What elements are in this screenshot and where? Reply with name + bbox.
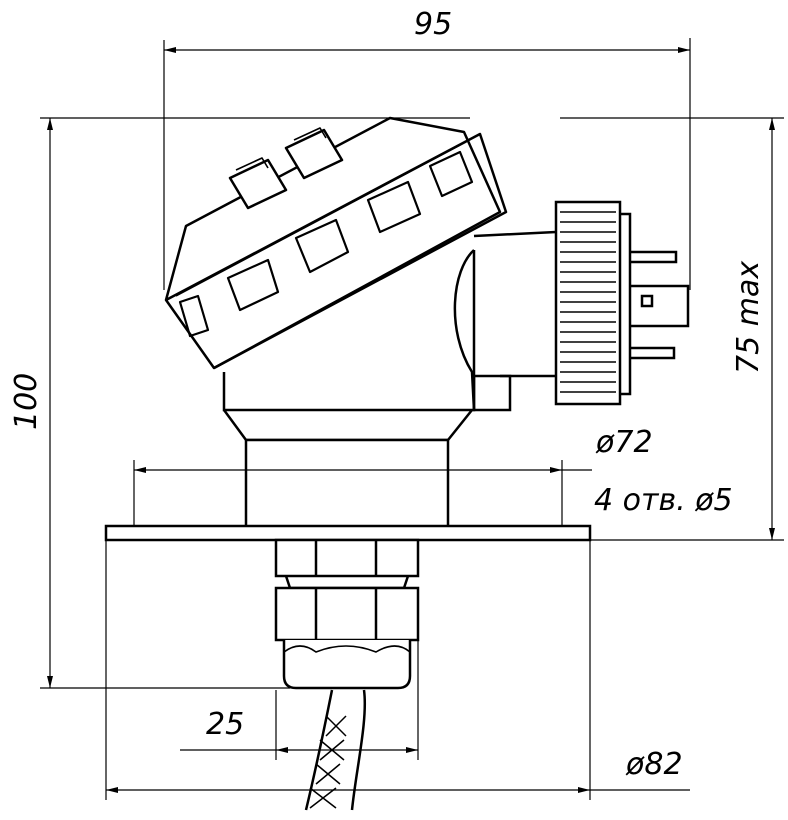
head-cover bbox=[164, 116, 508, 370]
housing-neck bbox=[244, 438, 450, 530]
dim-flange-diameter: ø82 bbox=[625, 747, 683, 782]
dim-holes: 4 отв. ø5 bbox=[594, 483, 733, 518]
side-connector bbox=[473, 200, 690, 406]
dimension-lines bbox=[40, 38, 784, 800]
dim-width-95: 95 bbox=[414, 7, 452, 42]
dim-cable-gland-25: 25 bbox=[206, 707, 244, 742]
dim-height-100: 100 bbox=[9, 373, 44, 430]
dim-bolt-circle: ø72 bbox=[595, 425, 653, 460]
mounting-flange bbox=[104, 524, 592, 542]
dim-height-75max: 75 max bbox=[731, 261, 766, 374]
cable-gland bbox=[274, 538, 420, 690]
housing-body bbox=[222, 249, 512, 442]
rim-slots bbox=[178, 150, 474, 338]
